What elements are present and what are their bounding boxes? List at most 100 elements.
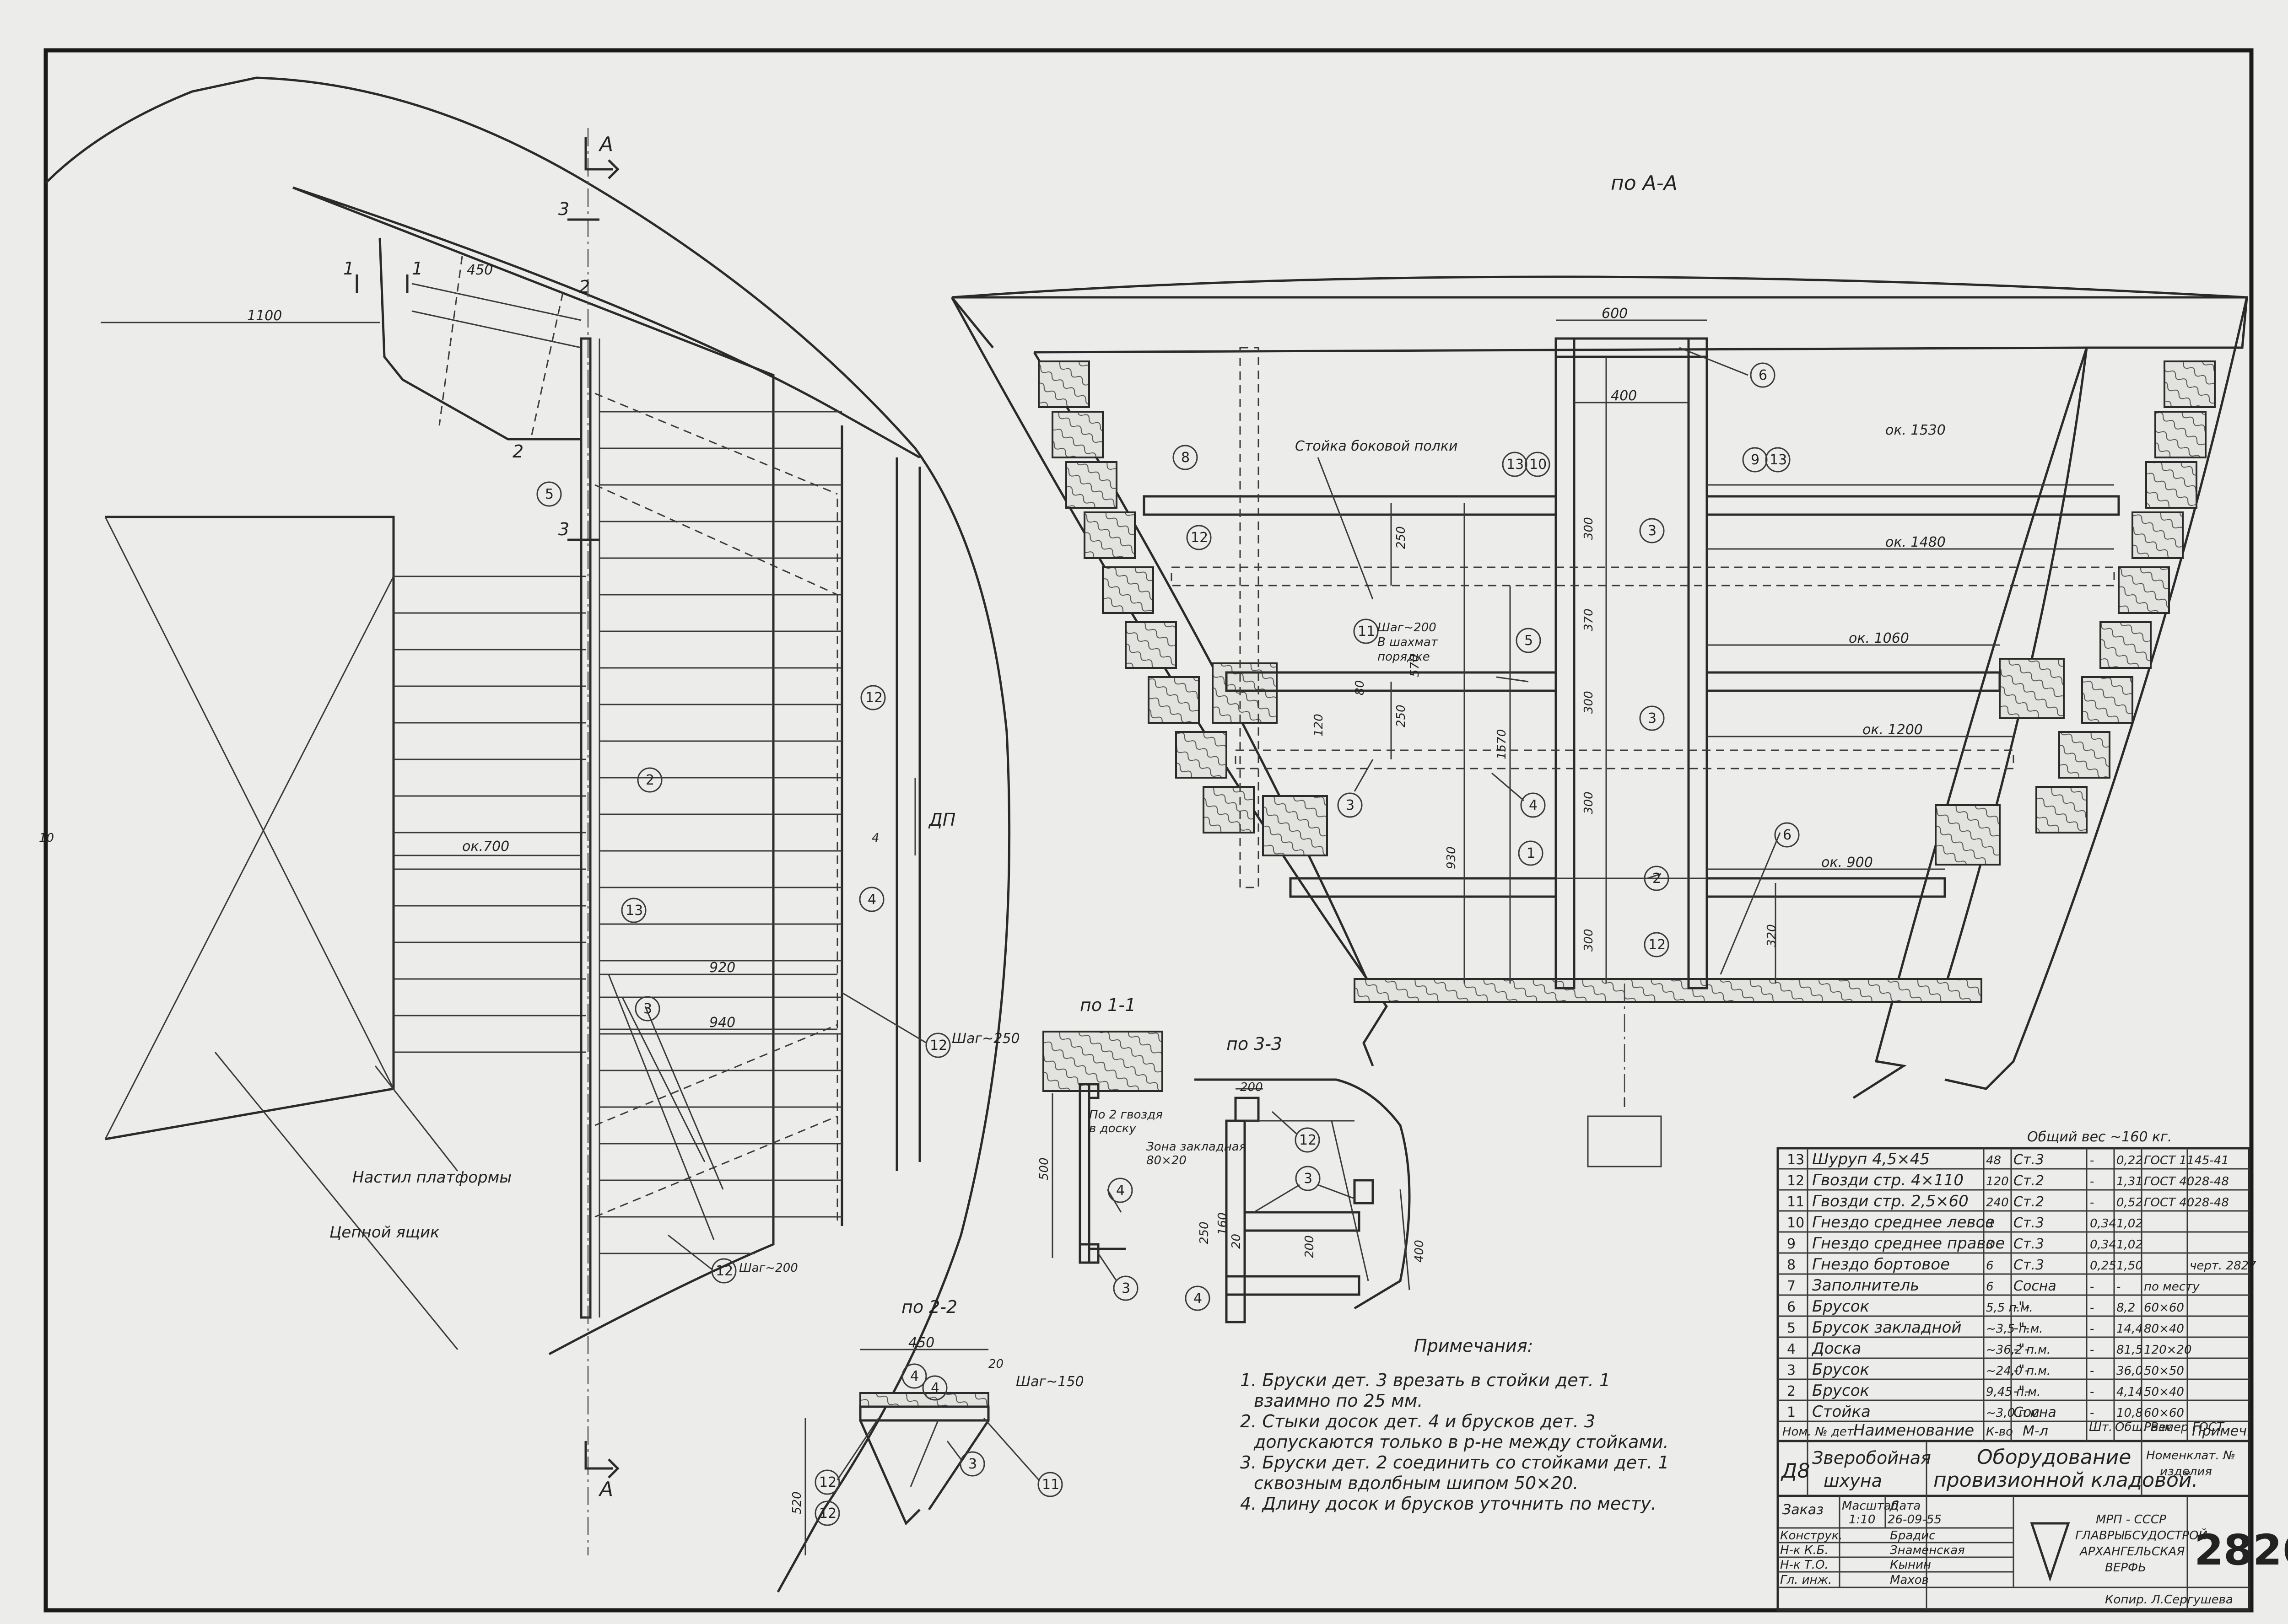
spec-cell-name: Гвозди стр. 2,5×60 — [1812, 1192, 1969, 1210]
svg-text:Заказ: Заказ — [1782, 1502, 1824, 1518]
callout-10-aa — [1525, 452, 1550, 477]
svg-text:Н-к Т.О.: Н-к Т.О. — [1780, 1558, 1829, 1572]
note-1b: взаимно по 25 мм. — [1254, 1391, 1423, 1411]
svg-text:К-во: К-во — [1986, 1425, 2013, 1439]
svg-text:Гл. инж.: Гл. инж. — [1780, 1573, 1832, 1587]
svg-text:20: 20 — [988, 1357, 1004, 1371]
svg-text:400: 400 — [1413, 1240, 1426, 1263]
svg-text:120: 120 — [1312, 714, 1326, 737]
frames-left — [1038, 360, 1328, 856]
spec-cell-name: Брусок — [1812, 1361, 1870, 1379]
svg-text:Знаменская: Знаменская — [1890, 1543, 1965, 1557]
spec-cell-mat: Сосна — [2013, 1404, 2056, 1420]
spec-cell-mat: -"- — [2013, 1383, 2029, 1399]
svg-text:10: 10 — [39, 831, 54, 845]
spec-cell-w2: 4,14 — [2116, 1385, 2143, 1399]
svg-text:300: 300 — [1582, 929, 1596, 952]
detail-3-3 — [1185, 1078, 1411, 1323]
callout-12-d22 — [815, 1469, 840, 1495]
svg-text:920: 920 — [709, 960, 735, 976]
svg-text:3: 3 — [643, 1001, 652, 1017]
spec-cell-no: 9 — [1787, 1236, 1796, 1252]
post-2 — [1687, 337, 1708, 989]
svg-text:3: 3 — [1122, 1280, 1130, 1296]
spec-cell-no: 1 — [1787, 1404, 1796, 1420]
spec-cell-name: Брусок — [1812, 1297, 1870, 1316]
title-block: Д8 Зверобойная шхуна Оборудование провиз… — [1780, 1446, 2288, 1607]
svg-text:2: 2 — [1652, 871, 1661, 887]
svg-text:200: 200 — [1303, 1235, 1317, 1258]
detail-1-1 — [1042, 1031, 1163, 1301]
spec-cell-qty: ~36,2 п.м. — [1986, 1343, 2051, 1357]
spec-cell-no: 11 — [1787, 1194, 1804, 1210]
svg-text:ок. 1530: ок. 1530 — [1885, 422, 1946, 438]
spec-cell-qty: 6 — [1986, 1259, 1994, 1273]
callout-2-plan — [637, 767, 663, 793]
spec-cell-mat: -"- — [2013, 1362, 2029, 1378]
chain-box-label: Цепной ящик — [329, 1223, 440, 1242]
svg-text:ГЛАВРЫБСУДОСТРОЙ: ГЛАВРЫБСУДОСТРОЙ — [2075, 1528, 2207, 1543]
spec-cell-w2: 1,02 — [2116, 1217, 2143, 1231]
spec-cell-mat: Ст.3 — [2013, 1215, 2044, 1231]
callout-3b-aa — [1639, 705, 1665, 731]
spec-cell-size: 80×40 — [2144, 1322, 2184, 1336]
svg-text:Копир. Л.Сергушева: Копир. Л.Сергушева — [2105, 1593, 2233, 1607]
spec-cell-w1: 0,34 — [2090, 1238, 2116, 1252]
svg-text:Кынин: Кынин — [1890, 1558, 1931, 1572]
section-11-title: по 1-1 — [1080, 995, 1136, 1015]
spec-cell-w1: 0,34 — [2090, 1217, 2116, 1231]
callout-4-aa — [1520, 792, 1546, 818]
spec-cell-no: 8 — [1787, 1257, 1796, 1273]
svg-text:6: 6 — [1783, 827, 1792, 843]
svg-text:13: 13 — [1770, 452, 1787, 468]
svg-text:3: 3 — [1346, 797, 1354, 813]
callout-11-plan — [860, 685, 886, 710]
svg-text:13: 13 — [626, 903, 643, 919]
callout-9-aa — [1742, 447, 1768, 473]
spec-cell-w1: - — [2090, 1301, 2094, 1315]
spec-table-grid — [1776, 1147, 2250, 1612]
spec-cell-no: 7 — [1787, 1278, 1796, 1294]
callout-3c-aa — [1337, 792, 1363, 818]
spec-cell-qty: 48 — [1986, 1154, 2001, 1167]
svg-text:13: 13 — [1506, 457, 1524, 473]
callout-5-aa — [1516, 628, 1541, 653]
svg-text:10: 10 — [1529, 457, 1547, 473]
svg-text:930: 930 — [1445, 846, 1458, 869]
callout-13-plan — [621, 898, 647, 923]
cut-2-top: 2 — [579, 277, 590, 297]
spec-cell-name: Гнездо среднее левое — [1812, 1213, 1995, 1231]
callout-12-aa — [1186, 525, 1212, 550]
spec-cell-w1: 0,25 — [2090, 1259, 2116, 1273]
svg-text:300: 300 — [1582, 691, 1596, 714]
spec-cell-mat: Ст.2 — [2013, 1173, 2044, 1189]
spec-cell-qty: 240 — [1986, 1196, 2009, 1210]
svg-text:12: 12 — [716, 1263, 733, 1279]
spec-cell-no: 3 — [1787, 1362, 1796, 1378]
svg-text:500: 500 — [1037, 1157, 1051, 1180]
drawing-number: 2826 — [2194, 1526, 2288, 1575]
spec-cell-size: по месту — [2144, 1280, 2200, 1294]
svg-text:4: 4 — [1116, 1183, 1125, 1199]
cut-1-left: 1 — [343, 258, 354, 279]
svg-text:300: 300 — [1582, 791, 1596, 814]
chain-box-outline — [105, 516, 395, 1140]
spec-cell-no: 6 — [1787, 1299, 1796, 1315]
svg-text:Шаг~200: Шаг~200 — [739, 1261, 798, 1275]
cut-3-bottom: 3 — [558, 519, 569, 539]
spec-cell-w2: 1,50 — [2116, 1259, 2143, 1273]
svg-text:160: 160 — [1216, 1212, 1230, 1235]
svg-text:Масштаб: Масштаб — [1842, 1499, 1899, 1513]
spec-cell-w2: 0,52 — [2116, 1196, 2143, 1210]
svg-text:370: 370 — [1582, 608, 1596, 631]
date: 26-09-55 — [1888, 1513, 1942, 1527]
callout-5-plan — [536, 481, 562, 507]
spec-cell-w2: 0,22 — [2116, 1154, 2143, 1167]
sheet-frame — [43, 48, 2254, 1613]
svg-text:ДП: ДП — [928, 810, 955, 830]
callout-12-plan-a — [925, 1032, 951, 1058]
detail-2-2 — [804, 1349, 1063, 1555]
drawing-title-2: провизионной кладовой. — [1933, 1468, 2198, 1492]
